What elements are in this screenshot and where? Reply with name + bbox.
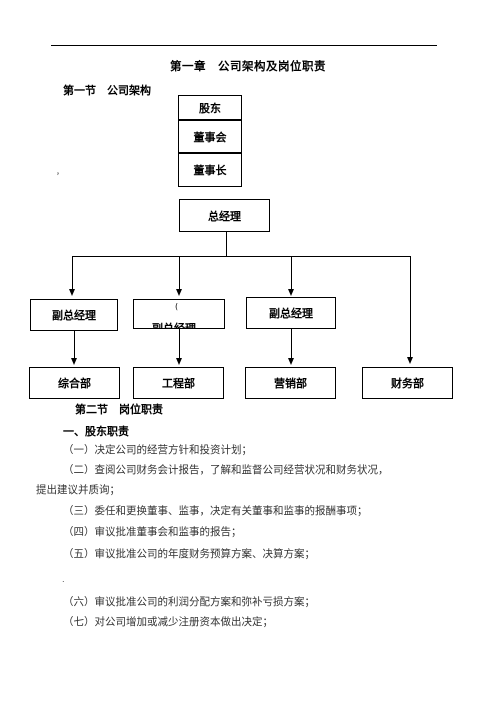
arrow-to-vp-mid [175,289,182,296]
dept-marketing-label: 营销部 [274,377,307,390]
shareholders-label: 股东 [199,101,221,115]
vp-left-box: 副总经理 [30,299,118,331]
duty-2-cont: 提出建议并质询； [36,484,120,496]
duty-4: （四）审议批准董事会和监事的报告； [63,526,242,538]
vp-left-down-line [74,331,75,358]
vp-mid-down-line [179,329,180,358]
dept-engineering-box: 工程部 [133,367,224,399]
chairman-label: 董事长 [193,164,227,177]
duty-1: （一）决定公司的经营方针和投资计划； [63,444,252,456]
arrow-to-vp-left [68,289,75,296]
section2-title: 第二节 岗位职责 [75,403,163,416]
arrow-to-finance [406,357,413,364]
arrow-to-vp-right [287,289,294,296]
branch-line-2 [179,256,180,289]
stray-mark-2: . [62,575,65,584]
vp-mid-label: 副总经理 [152,322,196,329]
branch-line-4 [410,256,411,357]
branch-line-3 [291,256,292,289]
gm-down-connector [226,232,227,256]
shareholders-box: 股东 [178,95,242,120]
duty-7: （七）对公司增加或减少注册资本做出决定； [63,616,273,628]
board-box: 董事会 [178,120,242,153]
gm-box: 总经理 [179,199,270,232]
vp-right-box: 副总经理 [246,297,336,329]
arrow-to-marketing [287,358,294,365]
vp-mid-box: ( 副总经理 [133,299,225,329]
stray-mark: ， [56,167,64,176]
subsection1-title: 一、股东职责 [63,425,129,438]
dept-engineering-label: 工程部 [162,377,195,390]
branch-line-1 [72,256,73,289]
dept-marketing-box: 营销部 [245,367,336,399]
board-label: 董事会 [193,130,227,144]
dept-finance-label: 财务部 [391,377,424,390]
vp-right-down-line [291,329,292,358]
dept-finance-box: 财务部 [362,367,453,399]
duty-5: （五）审议批准公司的年度财务预算方案、决算方案； [63,548,315,560]
chairman-box: 董事长 [178,153,242,187]
top-rule [51,45,437,46]
duty-2: （二）查阅公司财务会计报告，了解和监督公司经营状况和财务状况， [63,464,389,476]
vp-left-label: 副总经理 [52,309,96,322]
duty-6: （六）审议批准公司的利润分配方案和弥补亏损方案； [63,596,315,608]
dept-general-box: 综合部 [29,367,120,399]
branch-horizontal-line [72,256,410,257]
duty-3: （三）委任和更换董事、监事，决定有关董事和监事的报酬事项； [63,505,368,517]
section1-title: 第一节 公司架构 [63,84,151,97]
vp-mid-mark: ( [175,302,179,311]
gm-label: 总经理 [208,209,241,223]
dept-general-label: 综合部 [58,377,91,390]
chapter-title: 第一章 公司架构及岗位职责 [170,59,326,73]
arrow-to-general [70,358,77,365]
vp-right-label: 副总经理 [269,307,313,320]
arrow-to-engineering [175,358,182,365]
